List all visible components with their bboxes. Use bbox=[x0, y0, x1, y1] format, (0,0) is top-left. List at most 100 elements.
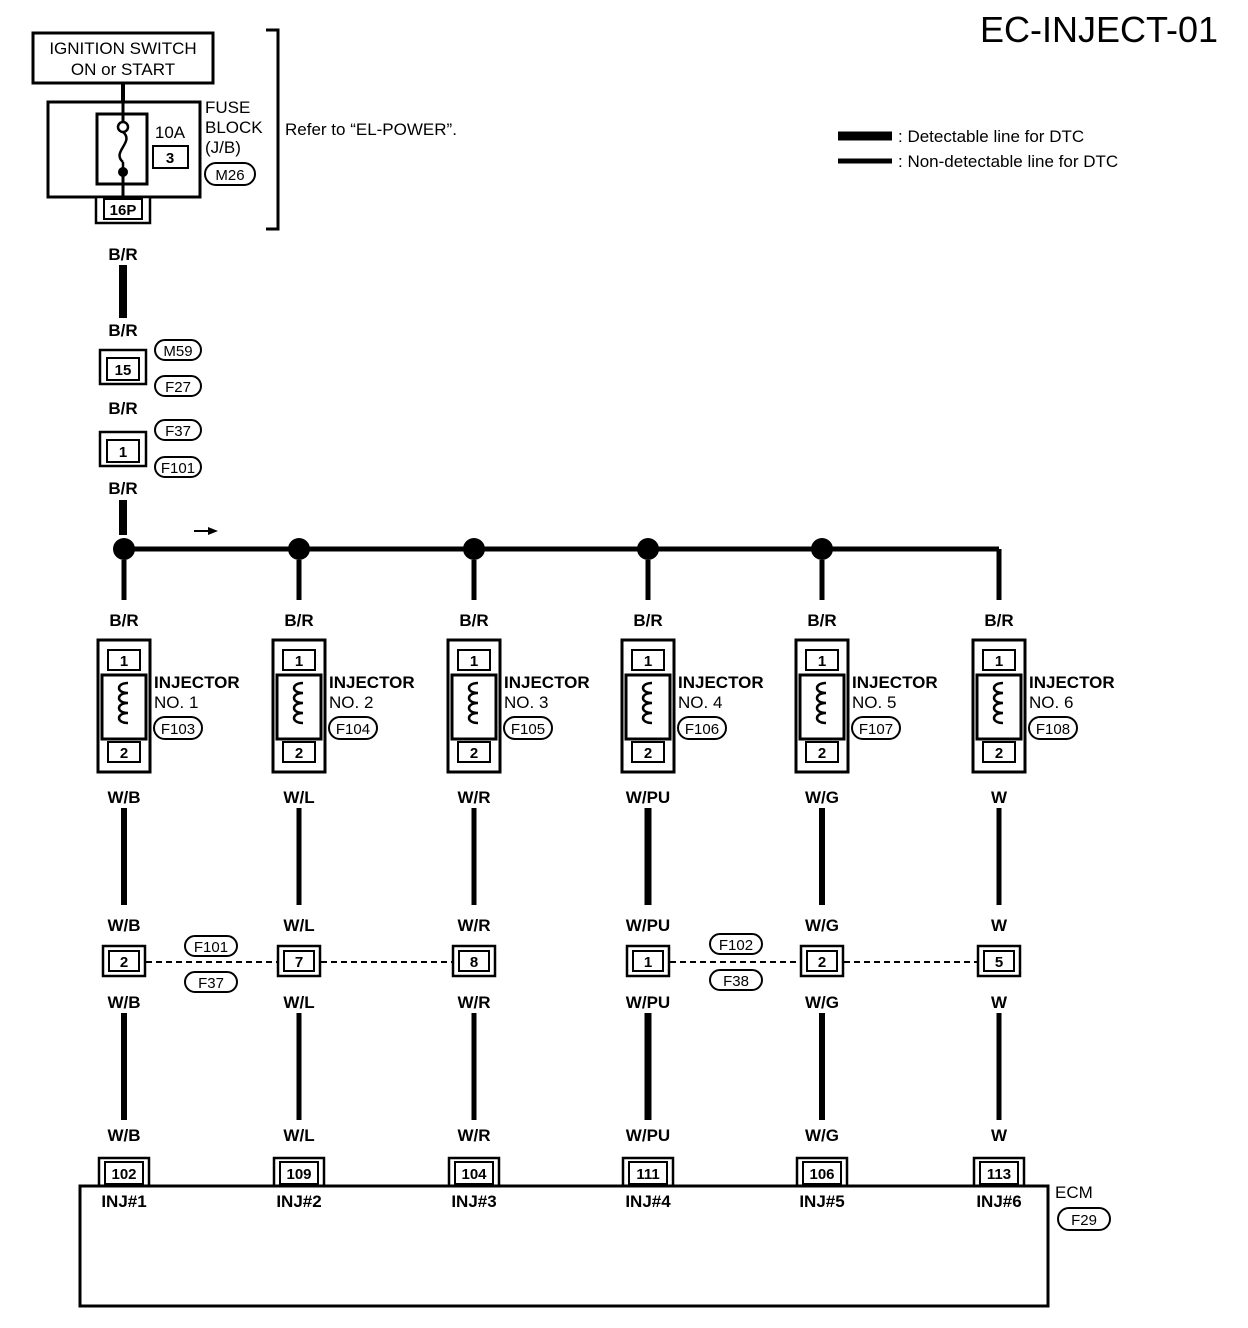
injector-pin-top: 1 bbox=[120, 653, 128, 670]
signal-wire-label-ecm: W/G bbox=[805, 1126, 839, 1145]
injector-name: INJECTOR bbox=[678, 673, 764, 692]
splice-point bbox=[811, 538, 833, 560]
injector-connector-tag: F105 bbox=[511, 721, 545, 738]
splice-point bbox=[637, 538, 659, 560]
supply-conn1-pin: 15 bbox=[115, 362, 132, 379]
junction-connector-pin: 1 bbox=[644, 954, 652, 971]
fuse-connector-tag: M26 bbox=[215, 167, 244, 184]
supply-conn2-pin: 1 bbox=[119, 444, 127, 461]
junction-tag-left-bottom: F37 bbox=[198, 975, 224, 992]
injector-coil-icon bbox=[292, 681, 304, 725]
ecm-pin-label: INJ#5 bbox=[799, 1192, 844, 1211]
supply-conn1-tag-bottom: F27 bbox=[165, 379, 191, 396]
injector-number: NO. 5 bbox=[852, 693, 896, 712]
injector-connector-tag: F107 bbox=[859, 721, 893, 738]
signal-wire-label-junction-bottom: W/R bbox=[457, 993, 490, 1012]
fuse-block: 10A 3 FUSE BLOCK (J/B) M26 bbox=[46, 98, 263, 199]
injector-name: INJECTOR bbox=[329, 673, 415, 692]
supply-conn1-tag-top: M59 bbox=[163, 343, 192, 360]
injector-pin-bottom: 2 bbox=[818, 745, 826, 762]
injector-supply-wire-label: B/R bbox=[459, 611, 488, 630]
fuse-terminal-top bbox=[116, 120, 130, 134]
ecm-pin-label: INJ#6 bbox=[976, 1192, 1021, 1211]
injector-connector-tag: F108 bbox=[1036, 721, 1070, 738]
signal-wire-label-upper: W/L bbox=[283, 788, 314, 807]
ecm-pin-label: INJ#1 bbox=[101, 1192, 146, 1211]
fuse-label-line2: BLOCK bbox=[205, 118, 263, 137]
injector-coil-icon bbox=[641, 681, 653, 725]
supply-wire: B/R B/R 15 M59 F27 B/R 1 F37 F101 B/R bbox=[98, 245, 202, 535]
injector-supply-wire-label: B/R bbox=[807, 611, 836, 630]
injector-pin-bottom: 2 bbox=[470, 745, 478, 762]
ecm-pin-number: 111 bbox=[636, 1166, 659, 1183]
injector-pin-bottom: 2 bbox=[644, 745, 652, 762]
signal-wire-label-junction-bottom: W bbox=[991, 993, 1008, 1012]
fuse-label-line3: (J/B) bbox=[205, 138, 241, 157]
ignition-line1: IGNITION SWITCH bbox=[49, 39, 196, 58]
legend: : Detectable line for DTC : Non-detectab… bbox=[838, 127, 1118, 171]
signal-wire-label-junction-bottom: W/B bbox=[107, 993, 140, 1012]
injector-pin-bottom: 2 bbox=[295, 745, 303, 762]
injector-number: NO. 3 bbox=[504, 693, 548, 712]
ecm-pin-label: INJ#2 bbox=[276, 1192, 321, 1211]
injector-connector-tag: F104 bbox=[336, 721, 370, 738]
injector-name: INJECTOR bbox=[504, 673, 590, 692]
injector-number: NO. 6 bbox=[1029, 693, 1073, 712]
fuse-block-pin-connector: 16P bbox=[94, 195, 152, 225]
injector-supply-wire-label: B/R bbox=[284, 611, 313, 630]
injector-coil-icon bbox=[467, 681, 479, 725]
injector-number: NO. 4 bbox=[678, 693, 722, 712]
injector-supply-wire-label: B/R bbox=[109, 611, 138, 630]
injector-supply-wire-label: B/R bbox=[633, 611, 662, 630]
injector-pin-top: 1 bbox=[644, 653, 652, 670]
injector-pin-bottom: 2 bbox=[995, 745, 1003, 762]
signal-wire-label-ecm: W/L bbox=[283, 1126, 314, 1145]
ecm-connector-tag: F29 bbox=[1071, 1212, 1097, 1229]
injector-coil-icon bbox=[992, 681, 1004, 725]
ignition-line2: ON or START bbox=[71, 60, 175, 79]
fuse-pin-block-label: 16P bbox=[110, 202, 137, 219]
signal-wire-label-upper: W/PU bbox=[626, 788, 670, 807]
signal-wire-label-ecm: W/B bbox=[107, 1126, 140, 1145]
injector-name: INJECTOR bbox=[154, 673, 240, 692]
junction-connector-pin: 7 bbox=[295, 954, 303, 971]
injector-supply-wire-label: B/R bbox=[984, 611, 1013, 630]
splice-point bbox=[113, 538, 135, 560]
junction-tag-right-top: F102 bbox=[719, 937, 753, 954]
ecm-unit: ECM F29 bbox=[78, 1183, 1111, 1308]
signal-wire-label-junction-bottom: W/PU bbox=[626, 993, 670, 1012]
injector-pin-top: 1 bbox=[295, 653, 303, 670]
injector-number: NO. 1 bbox=[154, 693, 198, 712]
junction-tag-right-bottom: F38 bbox=[723, 973, 749, 990]
ignition-switch: IGNITION SWITCH ON or START bbox=[31, 31, 215, 85]
supply-wire-label-3: B/R bbox=[108, 399, 137, 418]
ecm-name: ECM bbox=[1055, 1183, 1093, 1202]
signal-wire-label-junction-top: W/L bbox=[283, 916, 314, 935]
signal-wire-label-upper: W bbox=[991, 788, 1008, 807]
injector-name: INJECTOR bbox=[1029, 673, 1115, 692]
signal-wire-label-ecm: W bbox=[991, 1126, 1008, 1145]
signal-wire-label-junction-bottom: W/G bbox=[805, 993, 839, 1012]
splice-point bbox=[463, 538, 485, 560]
signal-wire-label-junction-bottom: W/L bbox=[283, 993, 314, 1012]
diagram-title: EC-INJECT-01 bbox=[980, 9, 1218, 50]
signal-wire-label-junction-top: W/B bbox=[107, 916, 140, 935]
fuse-rating: 10A bbox=[155, 123, 186, 142]
junction-tag-left-top: F101 bbox=[194, 939, 228, 956]
ecm-pin-number: 102 bbox=[111, 1166, 136, 1183]
ecm-pin-number: 104 bbox=[461, 1166, 487, 1183]
injector-number: NO. 2 bbox=[329, 693, 373, 712]
injector-coil-icon bbox=[815, 681, 827, 725]
legend-detectable-label: : Detectable line for DTC bbox=[898, 127, 1084, 146]
injector-pin-top: 1 bbox=[470, 653, 478, 670]
supply-bus bbox=[123, 527, 1002, 600]
signal-wire-label-ecm: W/R bbox=[457, 1126, 490, 1145]
supply-wire-label-4: B/R bbox=[108, 479, 137, 498]
injector-connector-tag: F103 bbox=[161, 721, 195, 738]
